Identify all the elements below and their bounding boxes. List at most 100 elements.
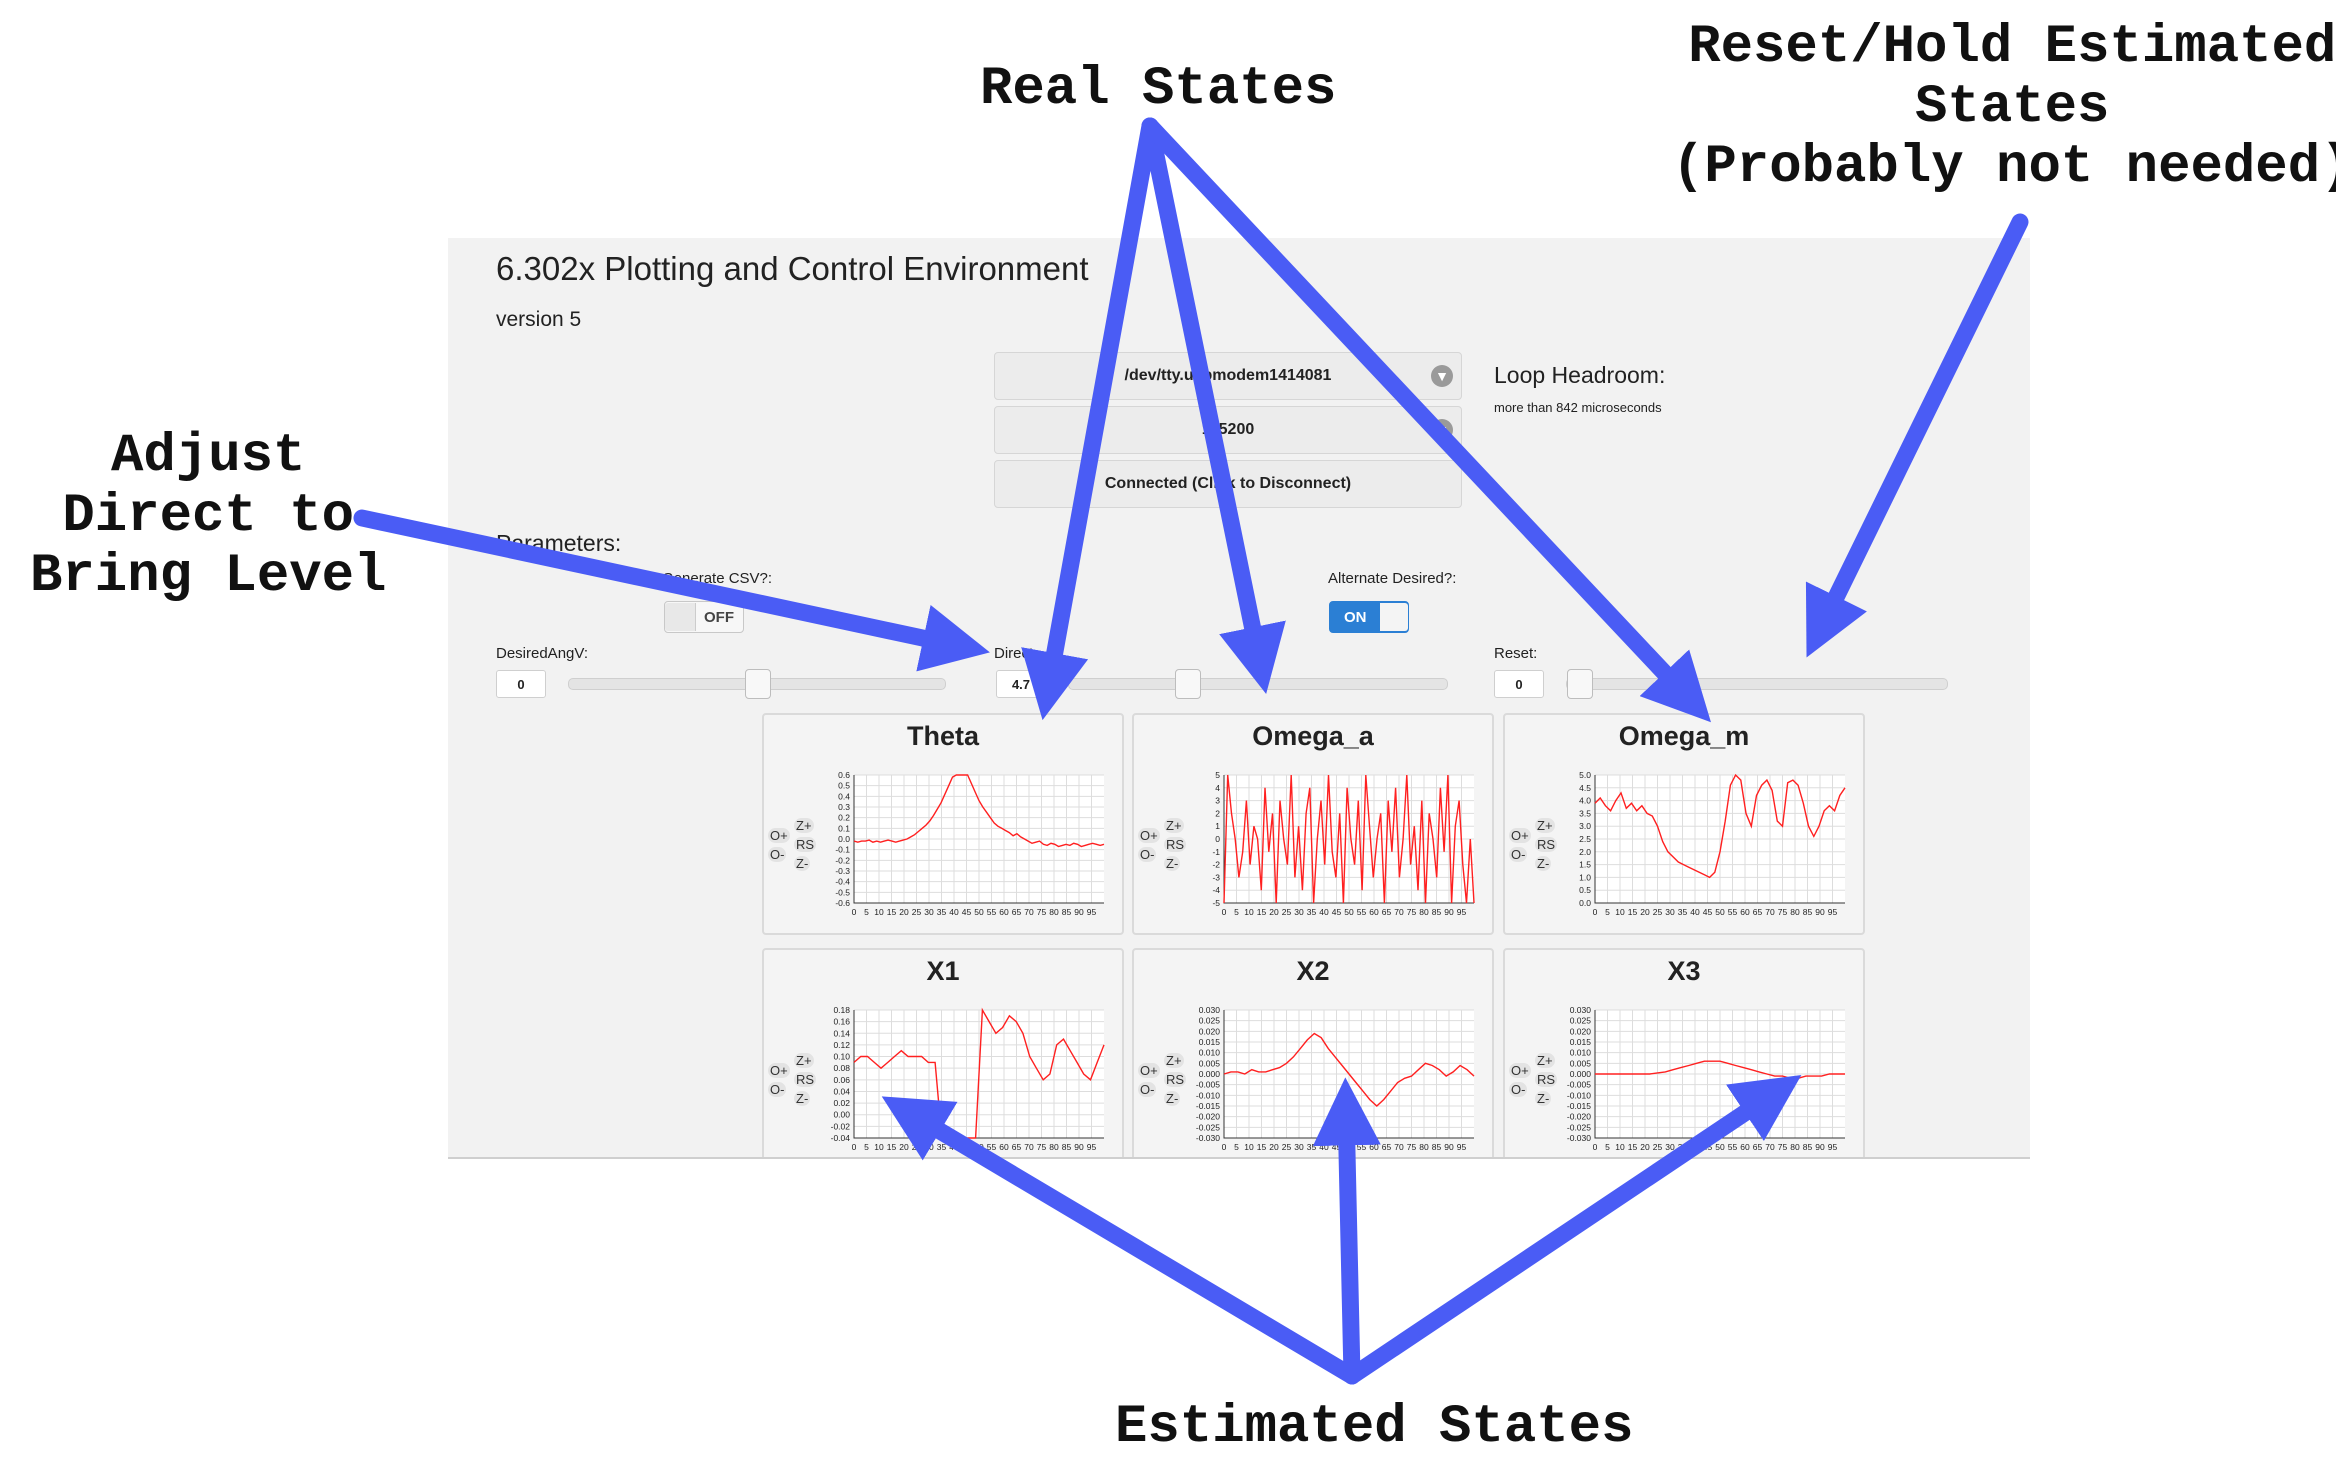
screen-bottom-rule <box>448 1157 2030 1159</box>
x-tick-label: 35 <box>1678 907 1688 917</box>
reset-slider[interactable] <box>1566 669 1948 699</box>
reset-scale-button[interactable]: RS <box>1535 1072 1558 1087</box>
port-dropdown[interactable]: /dev/tty.usbmodem1414081 ▼ <box>994 352 1462 400</box>
y-tick-label: 4 <box>1215 783 1220 793</box>
app-screenshot: 6.302x Plotting and Control Environment … <box>448 238 2030 1159</box>
zoom-in-plus-button[interactable]: Z+ <box>1164 818 1184 833</box>
x-tick-label: 5 <box>864 1142 869 1152</box>
y-tick-label: -0.4 <box>835 877 850 887</box>
y-tick-label: -0.030 <box>1196 1133 1220 1143</box>
zoom-in-plus-button[interactable]: Z+ <box>1535 818 1555 833</box>
desired-angv-slider-handle[interactable] <box>745 669 771 699</box>
x-tick-label: 30 <box>1294 1142 1304 1152</box>
zoom-out-minus-button[interactable]: O- <box>1509 1082 1528 1097</box>
zoom-out-minus-button[interactable]: O- <box>1138 1082 1157 1097</box>
y-tick-label: 1 <box>1215 821 1220 831</box>
y-tick-label: 5 <box>1215 771 1220 780</box>
reset-scale-button[interactable]: RS <box>794 1072 817 1087</box>
x-tick-label: 10 <box>874 907 884 917</box>
x-tick-label: 55 <box>987 907 997 917</box>
y-tick-label: 0.010 <box>1570 1048 1592 1058</box>
x-tick-label: 75 <box>1407 907 1417 917</box>
direct-slider[interactable] <box>1068 669 1448 699</box>
y-tick-label: 0.00 <box>833 1110 850 1120</box>
y-tick-label: -0.02 <box>831 1121 851 1131</box>
x-tick-label: 80 <box>1790 1142 1800 1152</box>
desired-angv-input[interactable]: 0 <box>496 670 546 698</box>
annotation-reset-hold: Reset/Hold Estimated States (Probably no… <box>1672 18 2336 198</box>
zoom-out-minus-button[interactable]: O- <box>1509 847 1528 862</box>
reset-scale-button[interactable]: RS <box>1164 1072 1187 1087</box>
desired-angv-slider[interactable] <box>568 669 946 699</box>
x-tick-label: 65 <box>1382 1142 1392 1152</box>
alt-desired-toggle[interactable]: ON <box>1329 601 1409 633</box>
zoom-in-minus-button[interactable]: Z- <box>1164 1091 1181 1106</box>
y-tick-label: -0.030 <box>1567 1133 1591 1143</box>
zoom-out-plus-button[interactable]: O+ <box>768 1063 790 1078</box>
zoom-out-minus-button[interactable]: O- <box>768 1082 787 1097</box>
zoom-out-minus-button[interactable]: O- <box>1138 847 1157 862</box>
reset-input[interactable]: 0 <box>1494 670 1544 698</box>
zoom-out-plus-button[interactable]: O+ <box>768 828 790 843</box>
x-tick-label: 70 <box>1394 907 1404 917</box>
zoom-in-plus-button[interactable]: Z+ <box>794 1053 814 1068</box>
port-value: /dev/tty.usbmodem1414081 <box>1124 367 1332 384</box>
zoom-in-minus-button[interactable]: Z- <box>794 856 811 871</box>
x-tick-label: 85 <box>1062 1142 1072 1152</box>
zoom-in-minus-button[interactable]: Z- <box>1535 856 1552 871</box>
annotation-real-states: Real States <box>980 59 1337 120</box>
x-tick-label: 25 <box>1282 1142 1292 1152</box>
x-tick-label: 10 <box>874 1142 884 1152</box>
reset-slider-handle[interactable] <box>1567 669 1593 699</box>
chevron-down-icon: ▼ <box>1431 365 1453 387</box>
y-tick-label: 0.08 <box>833 1063 850 1073</box>
x-tick-label: 75 <box>1778 1142 1788 1152</box>
zoom-out-plus-button[interactable]: O+ <box>1138 828 1160 843</box>
x-tick-label: 60 <box>999 907 1009 917</box>
annotation-adjust-direct-line-1: Adjust <box>111 426 306 487</box>
csv-toggle[interactable]: OFF <box>664 601 744 633</box>
y-tick-label: 0.16 <box>833 1017 850 1027</box>
chart-title: X1 <box>926 956 960 986</box>
direct-input[interactable]: 4.7 <box>996 670 1046 698</box>
x-tick-label: 60 <box>999 1142 1009 1152</box>
reset-scale-button[interactable]: RS <box>1164 837 1187 852</box>
alt-desired-toggle-state: ON <box>1344 608 1367 626</box>
zoom-in-minus-button[interactable]: Z- <box>1164 856 1181 871</box>
x-tick-label: 5 <box>1605 1142 1610 1152</box>
desired-angv-label: DesiredAngV: <box>496 645 588 662</box>
direct-slider-handle[interactable] <box>1175 669 1202 699</box>
x-tick-label: 45 <box>962 907 972 917</box>
y-tick-label: -0.015 <box>1567 1101 1591 1111</box>
reset-scale-button[interactable]: RS <box>794 837 817 852</box>
baud-dropdown[interactable]: 115200 ▼ <box>994 406 1462 454</box>
zoom-out-plus-button[interactable]: O+ <box>1138 1063 1160 1078</box>
zoom-out-plus-button[interactable]: O+ <box>1509 1063 1531 1078</box>
y-tick-label: -0.010 <box>1567 1090 1591 1100</box>
x-tick-label: 50 <box>1715 1142 1725 1152</box>
chart-title: X2 <box>1296 956 1330 986</box>
x-tick-label: 85 <box>1432 907 1442 917</box>
parameters-label: Parameters: <box>496 530 622 556</box>
x-tick-label: 25 <box>1653 907 1663 917</box>
y-tick-label: 0.025 <box>1570 1016 1592 1026</box>
zoom-in-plus-button[interactable]: Z+ <box>1164 1053 1184 1068</box>
y-tick-label: -1 <box>1212 847 1220 857</box>
annotation-reset-hold-line-2: States <box>1915 77 2110 138</box>
app-title: 6.302x Plotting and Control Environment <box>496 250 1089 287</box>
app-version: version 5 <box>496 308 582 331</box>
csv-toggle-state: OFF <box>704 608 734 626</box>
y-tick-label: 4.0 <box>1579 796 1591 806</box>
zoom-in-plus-button[interactable]: Z+ <box>1535 1053 1555 1068</box>
zoom-out-plus-button[interactable]: O+ <box>1509 828 1531 843</box>
zoom-in-minus-button[interactable]: Z- <box>794 1091 811 1106</box>
y-tick-label: -3 <box>1212 872 1220 882</box>
x-tick-label: 95 <box>1457 1142 1467 1152</box>
zoom-in-plus-button[interactable]: Z+ <box>794 818 814 833</box>
x-tick-label: 10 <box>1244 907 1254 917</box>
zoom-in-minus-button[interactable]: Z- <box>1535 1091 1552 1106</box>
zoom-out-minus-button[interactable]: O- <box>768 847 787 862</box>
reset-scale-button[interactable]: RS <box>1535 837 1558 852</box>
connect-button[interactable]: Connected (Click to Disconnect) <box>994 460 1462 508</box>
